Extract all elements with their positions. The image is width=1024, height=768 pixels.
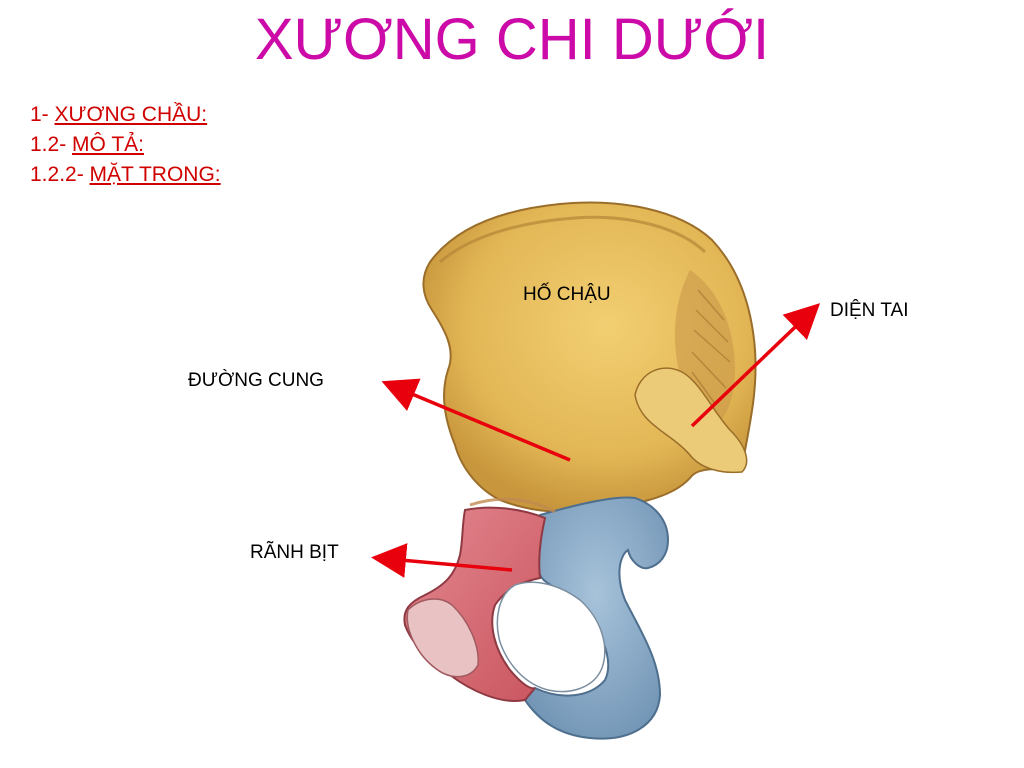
outline-heading: XƯƠNG CHẦU: xyxy=(54,103,208,126)
label-dien-tai: DIỆN TAI xyxy=(830,300,909,321)
arrow-dien-tai xyxy=(690,303,821,428)
outline-level-3: 1.2.2- MẶT TRONG: xyxy=(30,160,221,190)
outline-prefix: 1- xyxy=(30,103,55,126)
growth-line xyxy=(469,497,556,514)
label-ho-chau: HỐ CHẬU xyxy=(523,284,611,305)
outline-prefix: 1.2.2- xyxy=(30,163,90,186)
auricular-ridges xyxy=(691,289,731,406)
iliac-crest xyxy=(439,215,707,264)
auricular-lobe xyxy=(634,367,748,474)
outline-heading: MẶT TRONG: xyxy=(89,163,221,186)
obturator-foramen xyxy=(496,581,606,693)
outline-heading: MÔ TẢ: xyxy=(72,133,144,156)
outline-level-1: 1- XƯƠNG CHẦU: xyxy=(30,100,221,130)
slide-title: XƯƠNG CHI DƯỚI xyxy=(254,7,770,72)
outline-prefix: 1.2- xyxy=(30,133,73,156)
label-duong-cung: ĐƯỜNG CUNG xyxy=(188,370,324,391)
arrow-ranh-bit xyxy=(371,543,513,578)
outline-level-2: 1.2- MÔ TẢ: xyxy=(30,130,221,160)
label-ranh-bit: RÃNH BỊT xyxy=(250,542,339,563)
arrow-duong-cung xyxy=(381,378,571,462)
section-outline: 1- XƯƠNG CHẦU: 1.2- MÔ TẢ: 1.2.2- MẶT TR… xyxy=(30,100,221,190)
symphysis-surface xyxy=(406,598,479,678)
